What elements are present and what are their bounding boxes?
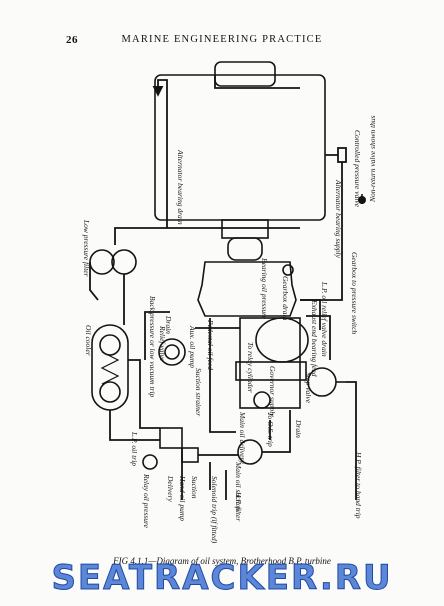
label-gearbox-drain: Gearbox drain [281, 276, 290, 321]
label-lp-relief-drain: L.P. oil relief valve drain [320, 281, 329, 357]
label-relief-valve: Relief valve [158, 325, 167, 362]
small-valve [253, 391, 271, 409]
label-exhaust-bearing-feed: Exhaust end bearing feed [310, 299, 319, 377]
label-to-os-trip: To O.S. trip [266, 412, 275, 447]
label-main-oil-delivery: Main oil delivery [238, 411, 247, 464]
label-oil-cooler: Oil cooler [84, 325, 93, 356]
label-stop-valve: Stop valve [304, 372, 313, 404]
running-title: MARINE ENGINEERING PRACTICE [121, 34, 323, 45]
hp-filter-line [346, 381, 357, 500]
label-drain-right: Drain [294, 419, 303, 438]
label-pedestal-oil-feed: Pedestal oil feed [206, 319, 215, 370]
label-controlled-pressure-valve: Controlled pressure valve [353, 130, 362, 208]
page-number: 26 [66, 34, 78, 46]
label-alternator-bearing-supply: Alternator bearing supply [334, 179, 343, 259]
label-gearbox-pressure-switch: Gearbox to pressure switch [350, 252, 359, 334]
label-drain-left: Drain [164, 315, 173, 334]
alt-bearing-supply-line [300, 154, 343, 301]
label-bearing-oil-pressure: Bearing oil pressure [260, 258, 269, 320]
label-low-pressure-filter: Low pressure filter [82, 219, 91, 277]
legend-non-return-valve: Non-return valve shown thus [368, 115, 377, 203]
aux-oil-pump [158, 338, 186, 366]
label-lp-oil-trip: L.P. oil trip [130, 431, 139, 466]
watermark-logo: SEATRACKER.RU [51, 558, 393, 599]
lp-filter-right [111, 249, 137, 275]
gearbox [197, 261, 297, 317]
hand-oil-pump [181, 447, 199, 463]
label-alternator-bearing-drain: Alternator bearing drain [176, 149, 185, 225]
label-hand-oil-pump: Hand oil pump [178, 475, 187, 521]
bearing-pressure-gauge [282, 264, 294, 276]
label-governor-supply: Governor supply [268, 366, 277, 417]
lp-oil-trip [159, 427, 183, 449]
label-suction: Suction [190, 476, 199, 499]
label-to-relay-cylinder: To relay cylinder [246, 342, 255, 393]
non-return-valve-legend: Non-return valve shown thus [358, 115, 377, 204]
label-main-oil-suction: Main oil suction [234, 461, 243, 511]
relay-pressure-gauge [142, 454, 158, 470]
label-delivery: Delivery [166, 475, 175, 502]
shaft [221, 219, 269, 239]
coupling [227, 237, 263, 261]
turbine-body [239, 317, 301, 409]
label-back-pressure-trip: Back pressure or low vacuum trip [148, 296, 157, 398]
label-aux-oil-pump: Aux. oil pump [188, 325, 197, 368]
alternator-top-housing [214, 61, 276, 87]
lube-header-top [114, 227, 300, 245]
label-hp-filter: H.P. filter [234, 491, 243, 521]
label-hp-filter-hand-trip: H.P. filter to hand trip [354, 451, 363, 519]
oil-cooler [91, 324, 129, 411]
lp-filter-left [89, 249, 115, 275]
governor-block [235, 361, 307, 381]
label-solenoid-trip: Solenoid trip (if fitted) [210, 476, 219, 544]
figure-caption: FIG 4.1.1—Diagram of oil system, Brother… [113, 556, 331, 566]
label-relay-oil-pressure: Relay oil pressure [142, 473, 151, 529]
label-suction-strainer: Suction strainer [194, 368, 203, 416]
